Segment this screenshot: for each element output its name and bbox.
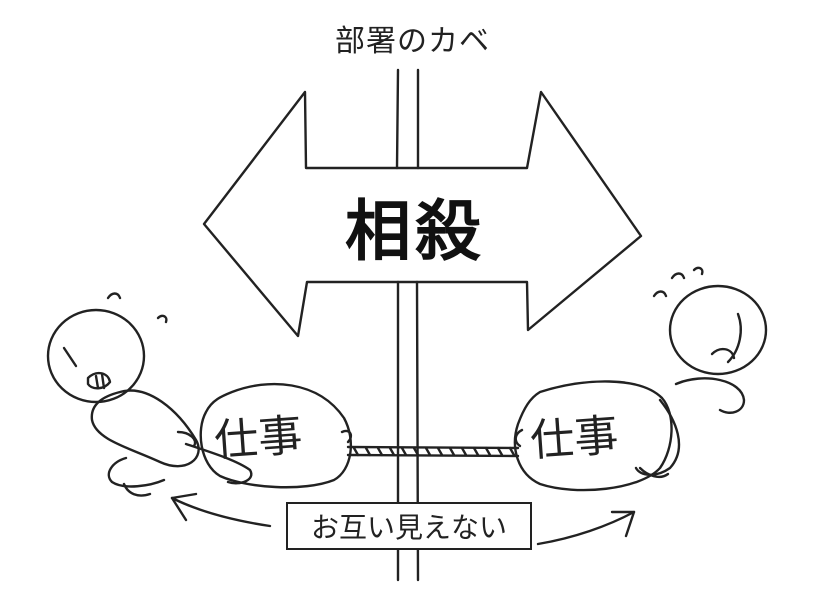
right-sack-label: 仕事 <box>528 409 620 467</box>
stick-figure-icon <box>46 292 253 497</box>
caption-text: お互い見えない <box>310 511 507 544</box>
curved-arrow-icon <box>170 492 272 528</box>
page-title: 部署のカベ <box>335 24 490 59</box>
rope-icon <box>346 445 520 458</box>
stick-figure-icon <box>634 266 768 479</box>
curved-arrow-icon <box>536 510 636 546</box>
sack-icon <box>199 382 353 489</box>
caption-box: お互い見えない <box>286 502 532 550</box>
arrow-sign-label: 相殺 <box>345 193 485 270</box>
left-sack-label: 仕事 <box>212 409 304 467</box>
sack-icon <box>513 380 673 492</box>
double-arrow-sign-icon <box>202 90 643 338</box>
